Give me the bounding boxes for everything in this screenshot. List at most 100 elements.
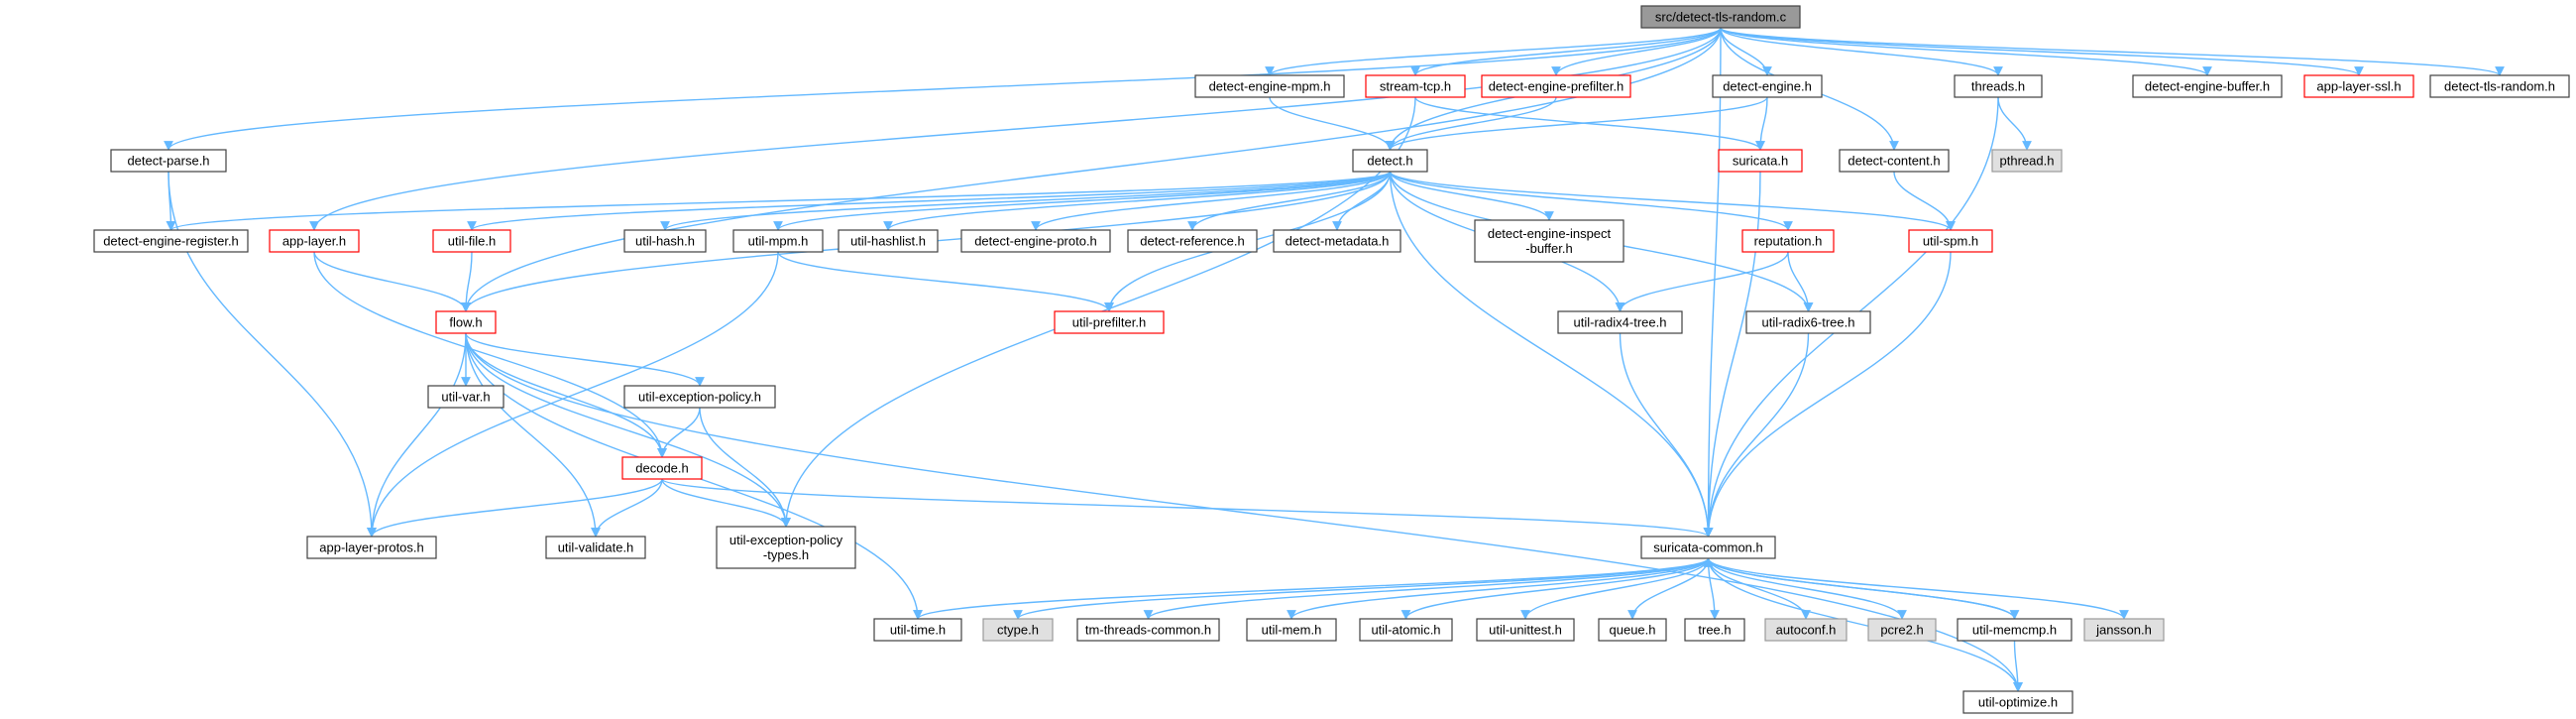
node-box <box>269 229 360 253</box>
edge-path <box>1389 171 1793 231</box>
node-flow[interactable]: flow.h <box>435 310 497 334</box>
edge-suricata_common-to-util_atomic <box>1400 557 1710 620</box>
node-label: decode.h <box>635 461 689 476</box>
node-util-spm[interactable]: util-spm.h <box>1908 229 1993 253</box>
edge-path <box>1385 96 1768 151</box>
node-util-unittest[interactable]: util-unittest.h <box>1476 618 1575 642</box>
node-pcre2[interactable]: pcre2.h <box>1867 618 1937 642</box>
node-suricata[interactable]: suricata.h <box>1718 149 1803 173</box>
node-jansson[interactable]: jansson.h <box>2083 618 2165 642</box>
node-box <box>2083 618 2165 642</box>
node-autoconf[interactable]: autoconf.h <box>1764 618 1848 642</box>
node-util-radix4-tree[interactable]: util-radix4-tree.h <box>1557 310 1683 334</box>
edge-root-to-detect_engine_mpm <box>1265 27 1722 76</box>
edge-path <box>1893 171 1956 231</box>
node-stream-tcp[interactable]: stream-tcp.h <box>1365 74 1466 98</box>
node-detect-tls-random[interactable]: detect-tls-random.h <box>2429 74 2570 98</box>
node-label: pcre2.h <box>1880 623 1923 638</box>
node-detect-engine-buffer[interactable]: detect-engine-buffer.h <box>2132 74 2283 98</box>
node-app-layer-ssl[interactable]: app-layer-ssl.h <box>2303 74 2414 98</box>
edge-path <box>1269 96 1396 151</box>
node-label: reputation.h <box>1754 234 1823 249</box>
edge-path <box>1703 557 2016 620</box>
node-util-hashlist[interactable]: util-hashlist.h <box>838 229 939 253</box>
node-app-layer[interactable]: app-layer.h <box>269 229 360 253</box>
node-util-mpm[interactable]: util-mpm.h <box>732 229 824 253</box>
edge-detect-to-detect_engine_inspect_buffer <box>1389 171 1554 221</box>
node-box <box>982 618 1054 642</box>
node-detect-engine-register[interactable]: detect-engine-register.h <box>93 229 249 253</box>
edge-root-to-app_layer_ssl <box>1720 27 2364 76</box>
edge-path <box>1707 557 2023 692</box>
node-detect-content[interactable]: detect-content.h <box>1839 149 1950 173</box>
node-suricata-common[interactable]: suricata-common.h <box>1640 536 1776 559</box>
edge-path <box>367 478 663 538</box>
node-label: threads.h <box>1971 79 2025 94</box>
node-tm-threads-common[interactable]: tm-threads-common.h <box>1076 618 1220 642</box>
node-detect[interactable]: detect.h <box>1352 149 1428 173</box>
node-util-mem[interactable]: util-mem.h <box>1246 618 1337 642</box>
node-util-optimize[interactable]: util-optimize.h <box>1962 690 2073 714</box>
node-label: app-layer-ssl.h <box>2316 79 2401 94</box>
node-label: tree.h <box>1698 623 1731 638</box>
edge-path <box>1013 557 1710 620</box>
node-ctype[interactable]: ctype.h <box>982 618 1054 642</box>
node-util-exception-policy-types[interactable]: util-exception-policy-types.h <box>716 526 856 569</box>
node-detect-metadata[interactable]: detect-metadata.h <box>1273 229 1401 253</box>
node-tree[interactable]: tree.h <box>1684 618 1745 642</box>
edge-path <box>1619 332 1714 538</box>
node-label: flow.h <box>449 315 482 330</box>
node-detect-reference[interactable]: detect-reference.h <box>1127 229 1258 253</box>
node-box <box>1359 618 1453 642</box>
node-util-file[interactable]: util-file.h <box>432 229 511 253</box>
node-label: util-mem.h <box>1262 623 1322 638</box>
node-util-atomic[interactable]: util-atomic.h <box>1359 618 1453 642</box>
node-decode[interactable]: decode.h <box>621 456 703 480</box>
edge-path <box>1787 251 1814 312</box>
node-box <box>1273 229 1401 253</box>
node-label: stream-tcp.h <box>1380 79 1451 94</box>
edge-decode-to-util_exception_policy_types <box>661 478 791 528</box>
node-reputation[interactable]: reputation.h <box>1741 229 1835 253</box>
node-box <box>1076 618 1220 642</box>
edge-path <box>367 251 779 538</box>
node-util-exception-policy[interactable]: util-exception-policy.h <box>623 385 776 409</box>
edge-flow-to-app_layer_protos <box>367 332 467 538</box>
node-box <box>427 385 504 409</box>
edge-util_memcmp-to-suricata_common <box>1703 557 2016 620</box>
node-box <box>1352 149 1428 173</box>
edge-suricata_common-to-util_unittest <box>1520 557 1710 620</box>
edge-path <box>773 171 1392 231</box>
edge-detect-to-detect_engine_proto <box>1031 171 1392 231</box>
node-util-memcmp[interactable]: util-memcmp.h <box>1957 618 2072 642</box>
node-label: detect-engine-proto.h <box>974 234 1097 249</box>
edge-path <box>1720 27 2212 76</box>
node-detect-parse[interactable]: detect-parse.h <box>110 149 227 173</box>
node-box <box>1640 536 1776 559</box>
node-detect-engine-prefilter[interactable]: detect-engine-prefilter.h <box>1481 74 1631 98</box>
node-util-radix6-tree[interactable]: util-radix6-tree.h <box>1745 310 1871 334</box>
node-util-hash[interactable]: util-hash.h <box>623 229 707 253</box>
edge-path <box>461 27 1722 312</box>
edge-path <box>465 332 791 528</box>
node-detect-engine-inspect-buffer[interactable]: detect-engine-inspect-buffer.h <box>1474 219 1624 263</box>
node-detect-engine[interactable]: detect-engine.h <box>1712 74 1823 98</box>
edge-path <box>1389 171 1554 221</box>
node-root[interactable]: src/detect-tls-random.c <box>1640 5 1801 29</box>
node-util-time[interactable]: util-time.h <box>873 618 962 642</box>
edge-suricata_common-to-pcre2 <box>1707 557 1907 620</box>
node-pthread[interactable]: pthread.h <box>1991 149 2063 173</box>
node-detect-engine-proto[interactable]: detect-engine-proto.h <box>960 229 1111 253</box>
node-box <box>93 229 249 253</box>
node-detect-engine-mpm[interactable]: detect-engine-mpm.h <box>1194 74 1345 98</box>
node-box <box>2429 74 2570 98</box>
node-util-validate[interactable]: util-validate.h <box>545 536 646 559</box>
node-label: queue.h <box>1610 623 1656 638</box>
node-app-layer-protos[interactable]: app-layer-protos.h <box>306 536 437 559</box>
node-threads[interactable]: threads.h <box>1954 74 2043 98</box>
node-util-var[interactable]: util-var.h <box>427 385 504 409</box>
node-util-prefilter[interactable]: util-prefilter.h <box>1054 310 1165 334</box>
node-queue[interactable]: queue.h <box>1598 618 1667 642</box>
edge-util_file-to-flow <box>461 251 473 312</box>
node-label: detect-engine-register.h <box>103 234 239 249</box>
